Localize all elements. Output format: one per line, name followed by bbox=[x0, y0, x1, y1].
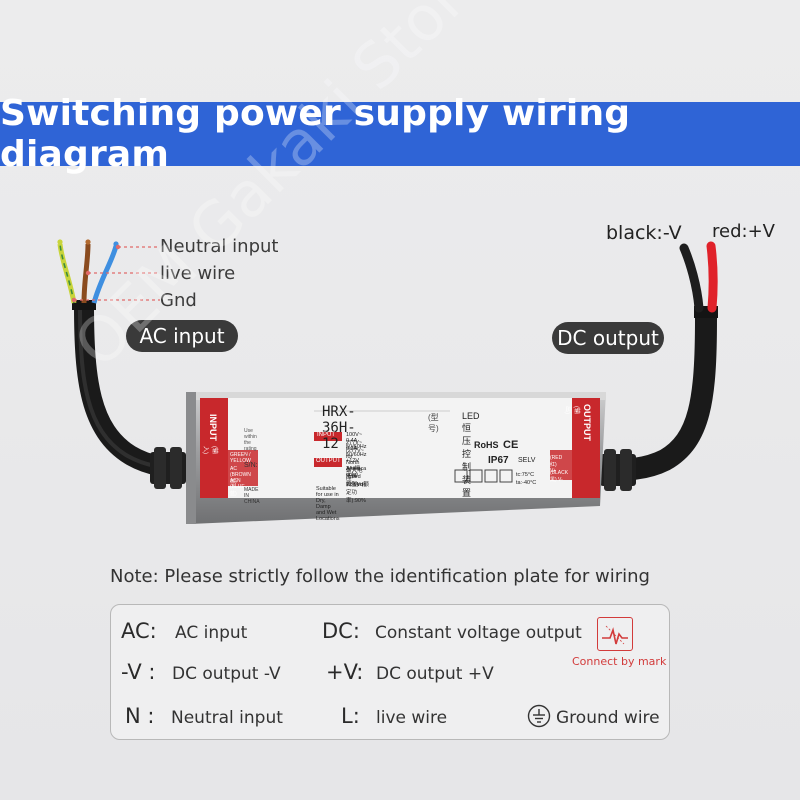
right-wire-2: (BLACK 黑) V- bbox=[550, 470, 569, 483]
cert-ip67: IP67 bbox=[488, 455, 509, 466]
connect-by-mark-icon bbox=[597, 617, 633, 651]
title-banner: Switching power supply wiring diagram bbox=[0, 93, 800, 175]
cert-selv: SELV bbox=[518, 457, 536, 464]
device-output-badge: OUTPUT bbox=[316, 458, 341, 464]
neutral-input-label: Neutral input bbox=[160, 236, 279, 257]
legend-key-neg: -V : bbox=[121, 660, 156, 684]
temp-ta: ta:-40°C bbox=[516, 480, 537, 486]
device-location-text: Suitable for use in Dry, Damp and Wet Lo… bbox=[316, 486, 340, 522]
page-title: Switching power supply wiring diagram bbox=[0, 93, 631, 175]
spec-line-6: Rated Power(额定功率):90% bbox=[346, 474, 369, 504]
ac-input-pill: AC input bbox=[126, 320, 238, 352]
cert-ce: CE bbox=[503, 439, 519, 451]
legend-key-l: L: bbox=[341, 704, 360, 728]
spec-line-1: 100V~ 0.4A 50/60Hz bbox=[346, 432, 367, 450]
legend-key-pos: +V: bbox=[326, 660, 364, 684]
legend-val-l: live wire bbox=[376, 708, 448, 728]
spec-line-2: 277V~ 0.2A 50/60Hz bbox=[346, 440, 367, 458]
spec-line-3: (277V~ for North America only) bbox=[346, 448, 367, 478]
left-wire-3: ACN (BLUE 蓝) bbox=[230, 478, 245, 497]
legend-val-dc: Constant voltage output bbox=[375, 623, 582, 643]
legend-key-ac: AC: bbox=[121, 619, 157, 643]
device-model-suffix: (型号) bbox=[428, 413, 439, 433]
connect-by-mark-label: Connect by mark bbox=[572, 655, 667, 668]
input-tab-sub: (输入) bbox=[202, 446, 217, 454]
right-wire-1: (RED 红) V+ bbox=[550, 455, 563, 474]
legend-val-n: Neutral input bbox=[171, 708, 283, 728]
neutral-wire bbox=[91, 245, 119, 304]
device-model: HRX-36H-12 bbox=[322, 404, 356, 452]
live-wire-label: live wire bbox=[160, 263, 236, 284]
legend-key-dc: DC: bbox=[322, 619, 360, 643]
dc-output-pill: DC output bbox=[552, 322, 664, 354]
device-made-in: MADE IN CHINA bbox=[244, 487, 260, 505]
gnd-label: Gnd bbox=[160, 290, 197, 311]
dc-positive-label: red:+V bbox=[712, 221, 775, 242]
device-input-badge: INPUT bbox=[317, 432, 335, 438]
ground-wire-label: Ground wire bbox=[556, 708, 660, 728]
device-product-line: LED恒压控制装置 bbox=[462, 411, 480, 498]
input-tab-label: INPUT bbox=[208, 414, 218, 441]
device-caution: Use within the rating ... bbox=[244, 428, 257, 458]
left-wire-1: GREEN / YELLOW bbox=[230, 452, 251, 464]
right-cable-gland bbox=[600, 449, 636, 491]
spec-line-4: +12V 3A(恒压恒流型) bbox=[346, 458, 361, 488]
spec-line-5: 最大电压 12.5Vdc bbox=[346, 468, 367, 488]
dc-positive-wire bbox=[706, 241, 718, 313]
dc-negative-wire bbox=[679, 243, 704, 313]
legend-val-neg: DC output -V bbox=[172, 664, 281, 684]
left-wire-2: AC (BROWN 棕) bbox=[230, 466, 251, 485]
legend-box: AC: AC input DC: Constant voltage output… bbox=[110, 604, 670, 740]
output-tab-label: OUTPUT bbox=[582, 404, 592, 441]
ground-icon bbox=[527, 704, 551, 728]
left-cable-gland bbox=[150, 447, 186, 489]
dc-negative-label: black:-V bbox=[606, 222, 682, 244]
output-tab-sub: (输出) bbox=[564, 406, 579, 414]
power-supply-unit bbox=[186, 392, 606, 524]
legend-val-pos: DC output +V bbox=[376, 664, 494, 684]
legend-key-n: N : bbox=[125, 704, 155, 728]
wiring-note: Note: Please strictly follow the identif… bbox=[110, 566, 650, 587]
legend-val-ac: AC input bbox=[175, 623, 248, 643]
device-sn: S/N: bbox=[244, 462, 258, 469]
temp-tc: tc:75°C bbox=[516, 472, 535, 478]
live-wire bbox=[81, 243, 91, 304]
cert-rohs: RoHS bbox=[474, 440, 499, 450]
